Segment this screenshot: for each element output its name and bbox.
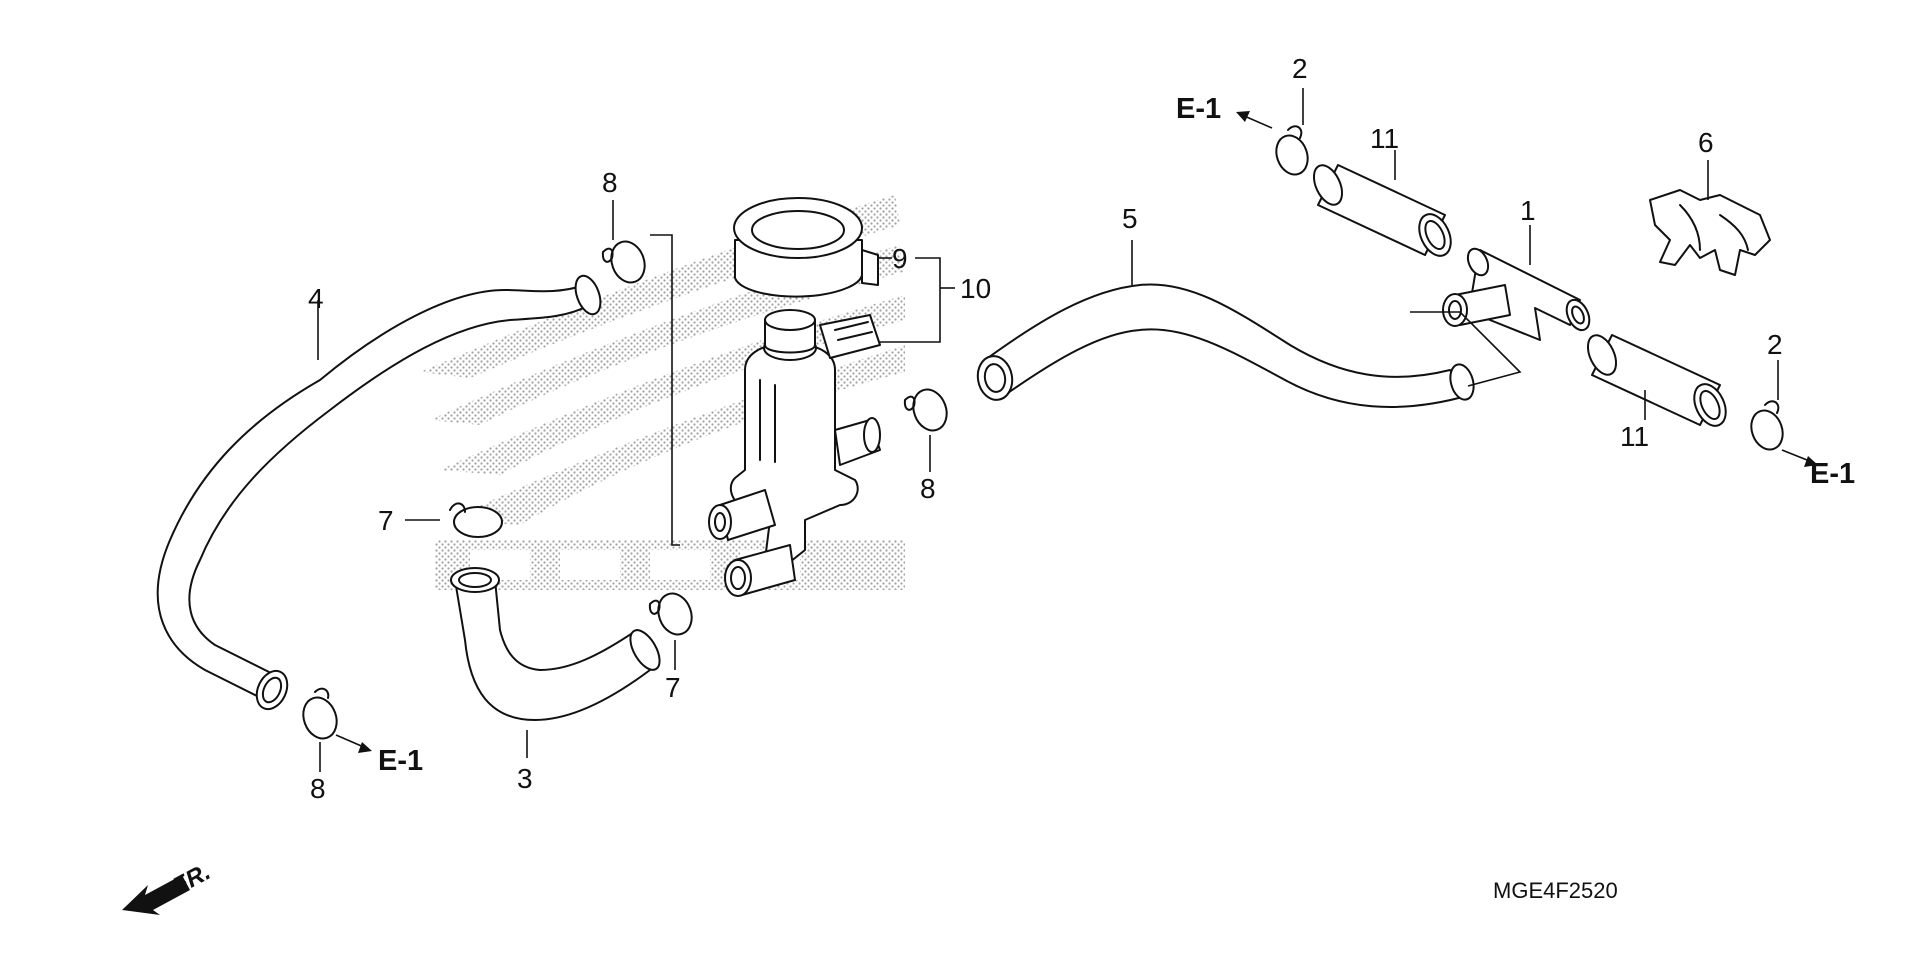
part-label-2-lower: 2 bbox=[1767, 329, 1783, 360]
hose-11-lower bbox=[1586, 334, 1727, 427]
reference-label-e1-bottom: E-1 bbox=[378, 745, 423, 777]
part-label-7-upper: 7 bbox=[378, 505, 394, 536]
holder-ring-9 bbox=[733, 197, 879, 298]
clamp-7-lower bbox=[648, 592, 693, 636]
part-label-4: 4 bbox=[308, 283, 324, 314]
part-label-8-lower: 8 bbox=[310, 773, 326, 804]
holder-6 bbox=[1649, 189, 1771, 276]
clamp-7-upper bbox=[449, 502, 503, 538]
hose-11-upper bbox=[1312, 164, 1452, 257]
clamp-2-lower bbox=[1750, 400, 1784, 451]
clamp-8-upper bbox=[601, 240, 646, 284]
valve-assembly-10 bbox=[708, 309, 881, 597]
clamp-8-lower bbox=[302, 687, 338, 740]
front-direction-arrow-icon bbox=[122, 875, 190, 915]
hose-3 bbox=[450, 567, 661, 721]
diagram-code: MGE4F2520 bbox=[1493, 878, 1618, 903]
part-label-11-upper: 11 bbox=[1370, 123, 1399, 154]
reference-label-e1-right: E-1 bbox=[1810, 458, 1855, 490]
arrow-e1-right bbox=[1781, 449, 1818, 467]
part-label-9: 9 bbox=[892, 243, 908, 274]
part-label-10: 10 bbox=[960, 273, 991, 304]
part-label-5: 5 bbox=[1122, 203, 1138, 234]
clamp-2-upper bbox=[1275, 125, 1309, 176]
clamp-8-middle bbox=[903, 388, 948, 432]
part-label-2-upper: 2 bbox=[1292, 53, 1308, 84]
t-joint-1 bbox=[1442, 247, 1591, 341]
hose-5 bbox=[976, 283, 1475, 408]
part-label-8-middle: 8 bbox=[920, 473, 936, 504]
arrow-e1-top bbox=[1236, 111, 1273, 129]
part-label-1: 1 bbox=[1520, 195, 1536, 226]
part-label-8-upper: 8 bbox=[602, 167, 618, 198]
part-label-6: 6 bbox=[1698, 127, 1714, 158]
hose-4 bbox=[156, 274, 602, 711]
arrow-e1-bottom bbox=[335, 734, 372, 753]
part-label-7-lower: 7 bbox=[665, 672, 681, 703]
reference-label-e1-top: E-1 bbox=[1176, 93, 1221, 125]
part-label-3: 3 bbox=[517, 763, 533, 794]
leader-lines bbox=[317, 88, 1779, 772]
part-label-11-lower: 11 bbox=[1620, 421, 1649, 452]
